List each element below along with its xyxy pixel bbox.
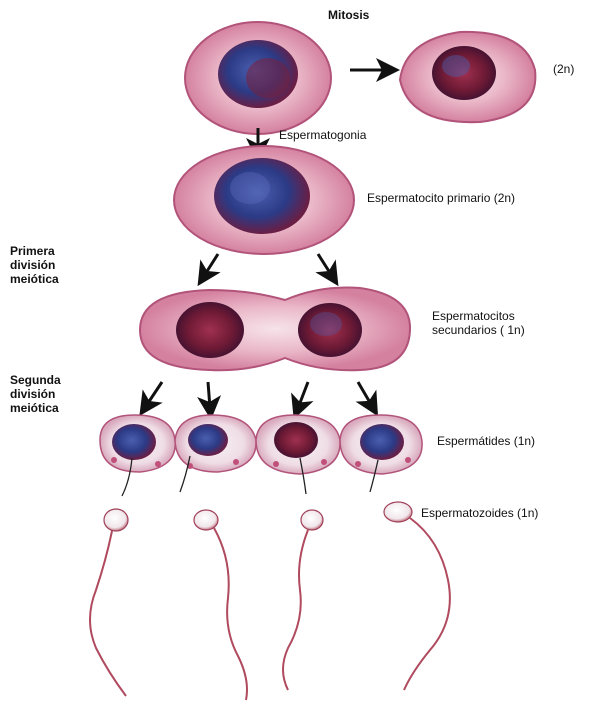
label-primary-spermatocyte: Espermatocito primario (2n) [367,191,515,205]
label-spermatozoa: Espermatozoides (1n) [421,506,538,520]
mitosis-daughter-cell-icon [400,32,535,122]
arrow-to-spermatid-2-icon [208,382,210,408]
arrow-to-spermatid-1-icon [146,382,162,406]
spermatids-row-icon [100,415,422,496]
arrow-to-secondary-right-icon [318,254,332,276]
spermatozoon-3-icon [283,510,323,690]
label-second-division-line2: división [10,387,55,401]
label-first-division-line2: división [10,258,55,272]
spermatozoon-1-icon [90,509,128,696]
label-secondary-line2: secundarios ( 1n) [432,323,525,337]
label-2n: (2n) [553,62,574,76]
spermatogonia-cell-icon [185,22,331,134]
label-first-division-line1: Primera [10,244,55,258]
page-title: Mitosis [328,8,369,22]
label-spermatids: Espermátides (1n) [437,434,535,448]
arrow-to-spermatid-4-icon [358,382,372,406]
secondary-spermatocytes-cell-icon [140,288,410,371]
spermatozoon-2-icon [194,510,247,700]
label-secondary-line1: Espermatocitos [432,309,515,323]
primary-spermatocyte-cell-icon [174,146,354,254]
arrow-to-secondary-left-icon [204,254,218,276]
label-first-division-line3: meiótica [10,272,59,286]
arrow-to-spermatid-3-icon [298,382,308,408]
label-spermatogonia: Espermatogonia [279,128,366,142]
spermatozoon-4-icon [384,502,450,690]
label-second-division-line1: Segunda [10,373,61,387]
label-second-division-line3: meiótica [10,401,59,415]
